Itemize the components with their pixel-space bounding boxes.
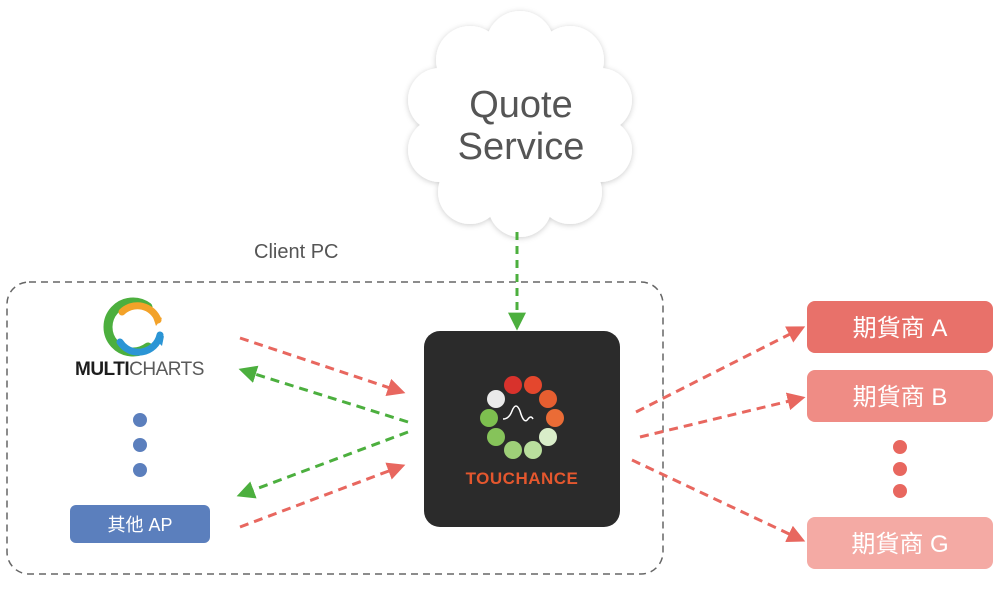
touchance-logo-icon: [480, 376, 564, 459]
multicharts-to-touchance-arrow: [239, 336, 406, 396]
broker-g-box: 期貨商 G: [807, 517, 993, 569]
client-pc-box: [6, 281, 664, 575]
touchance-to-multicharts-arrow: [238, 365, 409, 424]
broker-g-label: 期貨商 G: [851, 531, 948, 558]
touchance-box: TOUCHANCE: [424, 331, 620, 527]
multicharts-light-text: CHARTS: [129, 359, 204, 380]
touchance-label: TOUCHANCE: [466, 469, 579, 488]
client-pc-label: Client PC: [254, 241, 338, 263]
multicharts-bold-text: MULTI: [75, 359, 129, 380]
touchance-to-other-ap-arrow: [236, 430, 409, 499]
broker-b-label: 期貨商 B: [853, 384, 948, 411]
other-ap-box: 其他 AP: [70, 505, 210, 543]
more-brokers-dots: [893, 440, 907, 498]
other-ap-label: 其他 AP: [107, 515, 172, 535]
quote-service-cloud: Quote Service: [408, 11, 632, 237]
broker-a-box: 期貨商 A: [807, 301, 993, 353]
multicharts-wordmark: MULTICHARTS: [75, 359, 204, 380]
broker-b-box: 期貨商 B: [807, 370, 993, 422]
touchance-to-broker-g-arrow: [631, 458, 806, 543]
multicharts-emblem-icon: [103, 297, 164, 357]
other-ap-to-touchance-arrow: [239, 462, 406, 529]
more-apps-dots: [133, 413, 147, 477]
cloud-title-line2: Service: [458, 126, 585, 168]
cloud-title-line1: Quote: [469, 84, 573, 126]
touchance-to-broker-a-arrow: [635, 326, 806, 414]
broker-a-label: 期貨商 A: [853, 315, 948, 342]
multicharts-logo: MULTICHARTS: [75, 297, 204, 380]
touchance-to-broker-b-arrow: [639, 392, 806, 439]
